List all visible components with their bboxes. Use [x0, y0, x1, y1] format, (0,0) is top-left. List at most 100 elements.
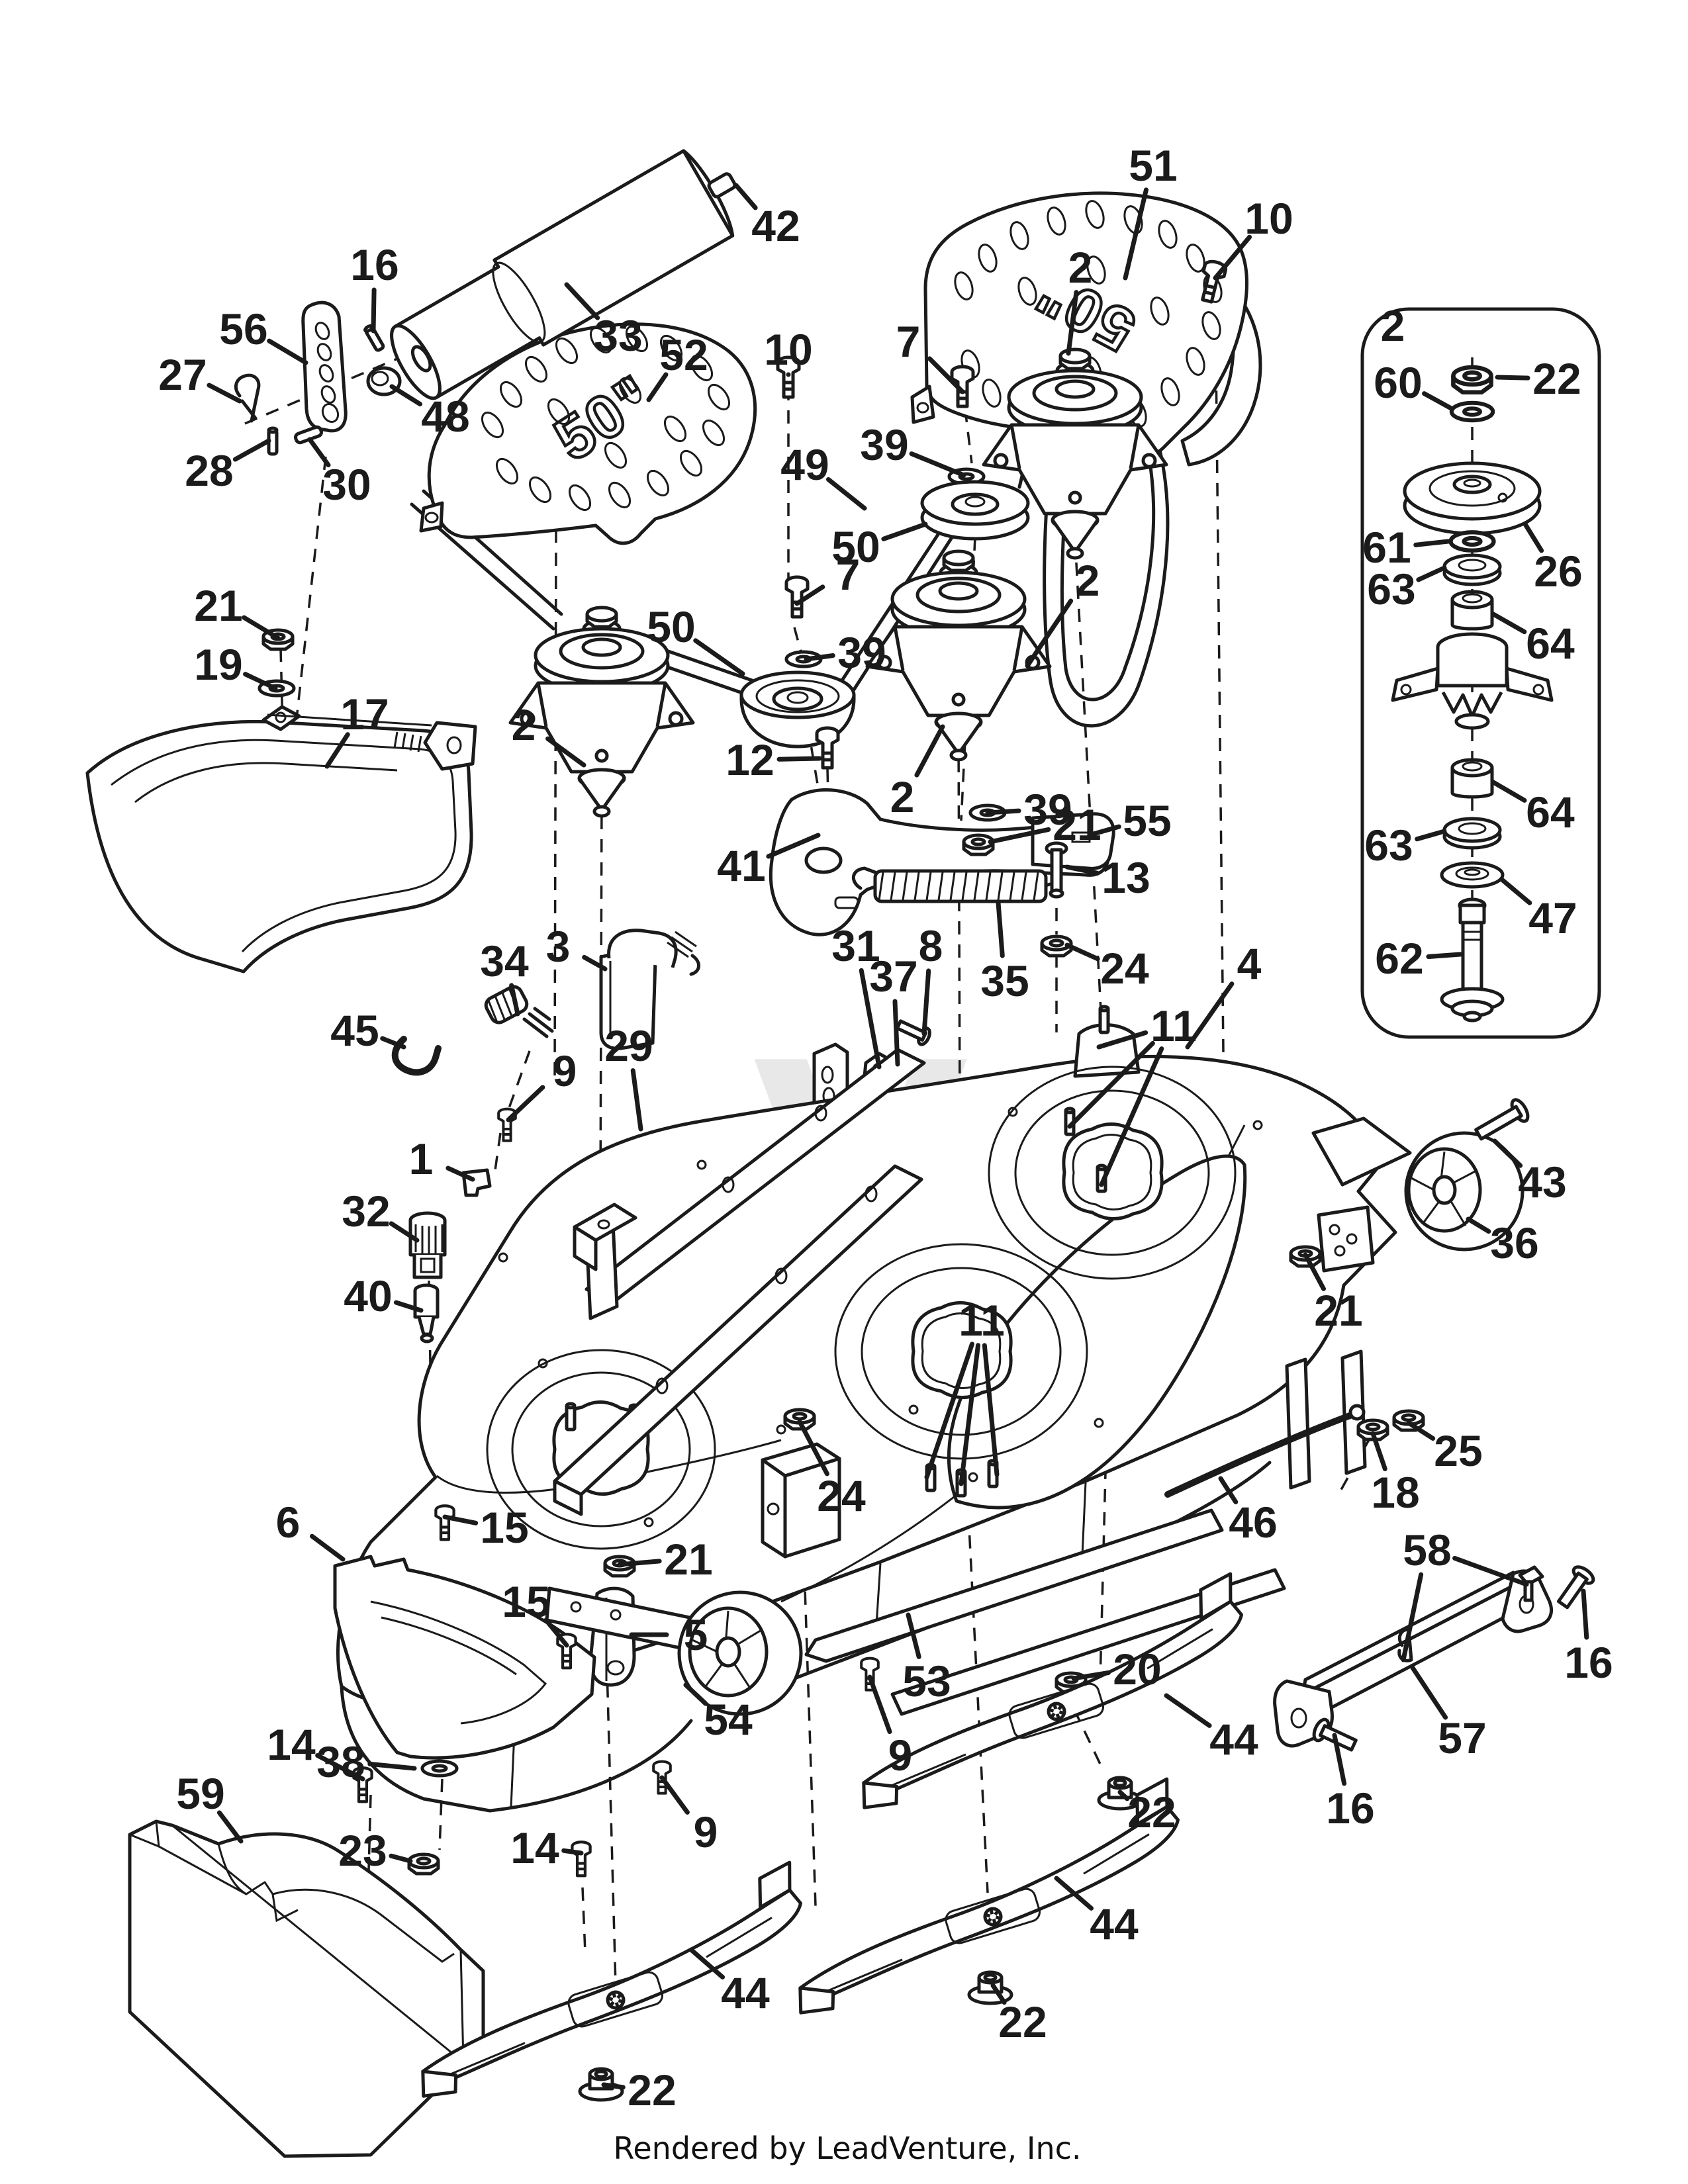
part-22-nut [1453, 367, 1491, 392]
callout-leader-4 [1185, 981, 1235, 1050]
part-64-spacer [1450, 590, 1494, 631]
part-callout-64-86: 64 [1526, 619, 1575, 668]
part-callout-5-53: 5 [684, 1610, 708, 1659]
part-callout-9-36: 9 [553, 1046, 577, 1095]
footer-credit: Rendered by LeadVenture, Inc. [613, 2130, 1081, 2166]
part-callout-51-14: 51 [1129, 141, 1177, 190]
part-callout-45-35: 45 [330, 1006, 379, 1055]
callout-leader-16 [371, 287, 377, 334]
part-13-bolt [1045, 841, 1068, 899]
callout-leader-11 [1096, 1030, 1149, 1050]
callout-leader-64 [1491, 612, 1527, 635]
part-callout-2-80: 2 [1381, 301, 1405, 350]
part-21-nut [964, 835, 993, 854]
part-callout-15-59: 15 [502, 1577, 550, 1626]
part-callout-16-69: 16 [1326, 1784, 1374, 1833]
part-12-bolt [817, 728, 838, 768]
part-callout-37-39: 37 [869, 952, 917, 1001]
callout-leader-16 [1581, 1588, 1589, 1640]
part-64-spacer [1450, 758, 1494, 799]
part-callout-52-8: 52 [659, 330, 708, 379]
part-50-idler-pulley-cup [739, 670, 856, 749]
part-callout-10-9: 10 [764, 325, 812, 374]
part-callout-31-38: 31 [831, 921, 880, 970]
callout-leader-24 [797, 1419, 829, 1477]
part-54-wheel-bracket [545, 1586, 803, 1716]
callout-leader-45 [380, 1036, 406, 1050]
part-callout-34-34: 34 [480, 936, 529, 985]
callout-leader-60 [1422, 391, 1455, 412]
callout-leader-38 [367, 1761, 417, 1771]
part-callout-7-17: 7 [836, 550, 861, 599]
part-61-washer [1451, 532, 1494, 551]
part-16-bolt [1556, 1565, 1595, 1610]
callout-leader-53 [906, 1612, 921, 1659]
deck-opening-right [988, 1066, 1237, 1280]
part-46-rod [1164, 1349, 1367, 1498]
callout-leader-58 [1452, 1555, 1529, 1587]
part-36-deck-wheel [1311, 1116, 1524, 1251]
callout-leader-41 [766, 833, 821, 859]
part-callout-7-10: 7 [896, 317, 921, 366]
part-27-clip [234, 373, 261, 423]
part-callout-44-76: 44 [1090, 1899, 1139, 1948]
part-callout-30-6: 30 [322, 460, 371, 509]
part-callout-11-47: 11 [959, 1296, 1005, 1345]
callout-leader-46 [1218, 1476, 1239, 1504]
part-2-spindle-assembly [867, 551, 1050, 760]
part-callout-40-44: 40 [344, 1271, 392, 1320]
part-callout-21-52: 21 [664, 1535, 712, 1584]
part-callout-44-78: 44 [721, 1968, 770, 2017]
callout-leader-10 [1213, 234, 1252, 281]
part-callout-14-74: 14 [267, 1720, 316, 1769]
callout-leader-2 [914, 724, 945, 778]
part-callout-16-2: 16 [350, 240, 399, 289]
part-callout-2-23: 2 [1076, 556, 1100, 605]
part-50-idler-pulley-flat [920, 480, 1030, 541]
part-callout-10-15: 10 [1244, 194, 1293, 243]
part-callout-25-54: 25 [1434, 1426, 1482, 1475]
part-callout-2-21: 2 [512, 700, 536, 749]
part-callout-6-57: 6 [276, 1498, 301, 1547]
part-callout-59-72: 59 [176, 1769, 224, 1818]
callout-leader-1 [445, 1165, 475, 1182]
callout-leader-6 [309, 1533, 346, 1562]
part-callout-1-37: 1 [409, 1134, 434, 1183]
callout-leader-54 [683, 1682, 708, 1706]
callout-leader-63 [1415, 829, 1447, 842]
part-callout-39-18: 39 [837, 628, 886, 677]
part-callout-54-64: 54 [704, 1695, 753, 1744]
callout-leader-44 [1164, 1693, 1212, 1728]
part-callout-27-4: 27 [158, 350, 207, 399]
part-callout-2-22: 2 [890, 772, 915, 821]
part-58-pin [1397, 1565, 1544, 1662]
callout-leader-29 [630, 1068, 643, 1132]
part-callout-50-13: 50 [831, 522, 880, 571]
callout-leader-47 [1500, 878, 1532, 905]
callout-leader-14 [315, 1752, 365, 1782]
part-callout-3-41: 3 [546, 922, 571, 971]
callout-leader-51 [1123, 187, 1149, 281]
part-35-spring [852, 866, 1062, 903]
callout-leader-9 [659, 1775, 690, 1815]
part-1-clip [461, 1168, 492, 1197]
callout-leader-24 [1064, 942, 1100, 962]
callout-leader-43 [1492, 1138, 1523, 1168]
callout-leader-21 [988, 827, 1051, 844]
part-8-bolt [895, 1019, 931, 1046]
part-callout-35-32: 35 [980, 956, 1029, 1005]
part-callout-18-55: 18 [1371, 1468, 1419, 1517]
part-23-nut [409, 1854, 438, 1874]
part-callout-53-63: 53 [902, 1657, 951, 1706]
callout-leader-30 [307, 437, 331, 468]
part-38-washer [422, 1761, 457, 1776]
part-9-bolt [861, 1659, 878, 1690]
callout-leader-12 [776, 756, 822, 762]
part-callout-36-49: 36 [1490, 1218, 1538, 1267]
part-57-roller-rail [1273, 1565, 1553, 1748]
callout-leader-7 [927, 356, 965, 394]
callout-leader-15 [543, 1617, 569, 1648]
